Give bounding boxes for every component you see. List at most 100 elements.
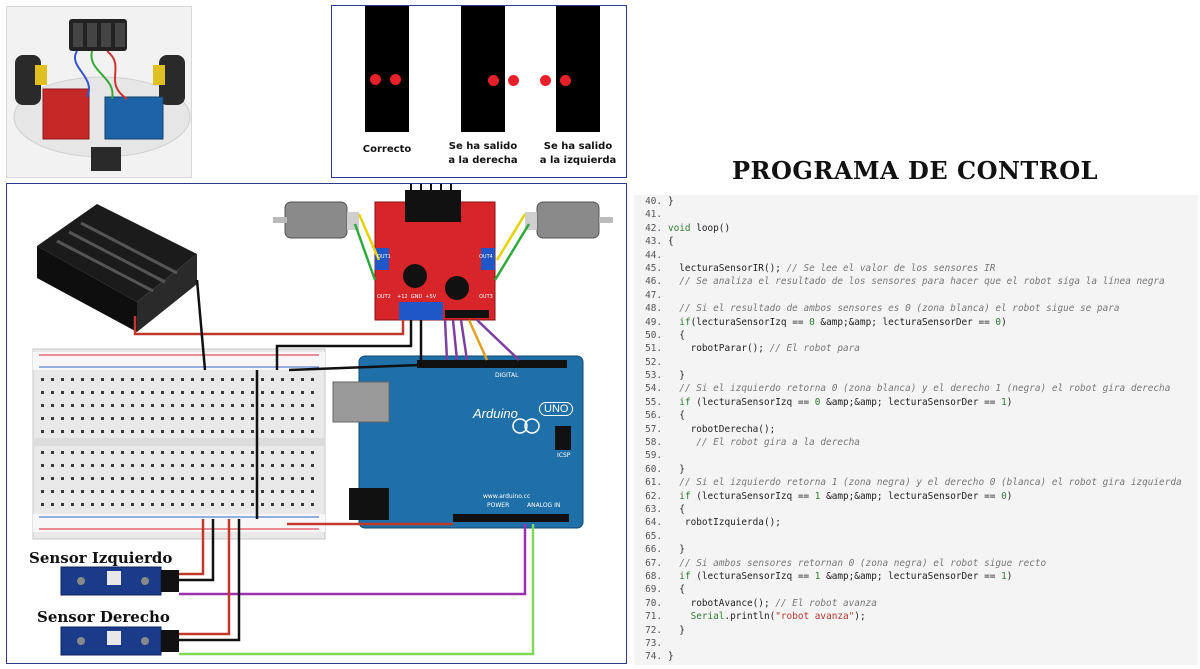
breadboard-hole	[141, 391, 144, 394]
breadboard-hole	[151, 417, 154, 420]
breadboard-hole	[61, 477, 64, 480]
breadboard-hole	[101, 490, 104, 493]
code-line: 43.{	[634, 235, 1198, 248]
motor-left	[273, 201, 359, 239]
breadboard-hole	[261, 430, 264, 433]
breadboard-hole	[261, 391, 264, 394]
line-number: 48.	[645, 303, 662, 315]
breadboard-hole	[71, 464, 74, 467]
breadboard-hole	[191, 490, 194, 493]
breadboard-hole	[201, 378, 204, 381]
breadboard-hole	[41, 477, 44, 480]
breadboard-hole	[211, 490, 214, 493]
arduino-brand: Arduino	[473, 406, 518, 421]
breadboard-hole	[191, 417, 194, 420]
code-line: 53. }	[634, 369, 1198, 382]
breadboard-hole	[151, 477, 154, 480]
breadboard-hole	[291, 404, 294, 407]
breadboard-hole	[291, 490, 294, 493]
breadboard-hole	[91, 464, 94, 467]
breadboard-hole	[51, 404, 54, 407]
breadboard-hole	[251, 417, 254, 420]
code-token: Serial	[668, 611, 725, 623]
breadboard-hole	[211, 378, 214, 381]
breadboard-hole	[281, 430, 284, 433]
analog-label: ANALOG IN	[527, 502, 561, 509]
breadboard-hole	[231, 490, 234, 493]
breadboard-hole	[181, 477, 184, 480]
breadboard-hole	[231, 378, 234, 381]
breadboard-hole	[251, 391, 254, 394]
breadboard-hole	[211, 417, 214, 420]
line-number: 71.	[645, 611, 662, 623]
code-token: (lecturaSensorIzq ==	[690, 570, 815, 582]
breadboard-hole	[311, 490, 314, 493]
breadboard-hole	[251, 490, 254, 493]
breadboard-hole	[141, 464, 144, 467]
code-token: &amp;&amp; lecturaSensorDer ==	[820, 490, 1002, 502]
line-number: 57.	[645, 423, 662, 435]
breadboard-hole	[151, 503, 154, 506]
line-number: 62.	[645, 490, 662, 502]
sensor-dot	[540, 75, 551, 86]
code-token: // Si el izquierdo retorna 1 (zona negra…	[679, 477, 1182, 489]
line-number: 73.	[645, 637, 662, 649]
breadboard-hole	[91, 391, 94, 394]
breadboard-hole	[211, 503, 214, 506]
line-number: 40.	[645, 196, 662, 207]
breadboard-hole	[271, 451, 274, 454]
caption-left: Se ha salido a la izquierda	[532, 140, 624, 168]
breadboard-hole	[261, 477, 264, 480]
line-number: 67.	[645, 557, 662, 569]
page-title: PROGRAMA DE CONTROL	[732, 156, 1098, 185]
breadboard-hole	[241, 378, 244, 381]
breadboard-hole	[181, 503, 184, 506]
breadboard-hole	[121, 378, 124, 381]
breadboard-hole	[261, 451, 264, 454]
code-token: {	[668, 329, 685, 341]
line-number: 60.	[645, 463, 662, 475]
breadboard-hole	[311, 391, 314, 394]
code-line: 68. if (lecturaSensorIzq == 1 &amp;&amp;…	[634, 570, 1198, 583]
breadboard-hole	[231, 464, 234, 467]
breadboard-hole	[141, 430, 144, 433]
breadboard-hole	[221, 391, 224, 394]
breadboard-hole	[271, 477, 274, 480]
breadboard-hole	[291, 391, 294, 394]
line-number: 56.	[645, 410, 662, 422]
breadboard-hole	[61, 430, 64, 433]
breadboard-hole	[61, 490, 64, 493]
breadboard-hole	[241, 404, 244, 407]
breadboard-hole	[181, 451, 184, 454]
breadboard-hole	[221, 477, 224, 480]
breadboard-hole	[41, 391, 44, 394]
code-token: (lecturaSensorIzq ==	[690, 316, 810, 328]
code-line: 66. }	[634, 543, 1198, 556]
breadboard-hole	[61, 417, 64, 420]
code-token: 1	[1001, 570, 1007, 582]
breadboard-hole	[211, 451, 214, 454]
breadboard-hole	[291, 430, 294, 433]
breadboard-hole	[241, 464, 244, 467]
code-token: // El robot avanza	[775, 597, 877, 609]
breadboard-hole	[61, 404, 64, 407]
breadboard-hole	[131, 503, 134, 506]
breadboard-hole	[41, 417, 44, 420]
code-line: 49. if(lecturaSensorIzq == 0 &amp;&amp; …	[634, 316, 1198, 329]
code-token: {	[668, 503, 685, 515]
line-number: 44.	[645, 249, 662, 261]
breadboard-hole	[191, 404, 194, 407]
breadboard-hole	[51, 503, 54, 506]
code-token: 1	[814, 490, 821, 502]
breadboard-hole	[161, 503, 164, 506]
line-number: 41.	[645, 209, 662, 221]
breadboard-hole	[121, 464, 124, 467]
breadboard-hole	[71, 451, 74, 454]
arduino-site: www.arduino.cc	[483, 493, 531, 500]
breadboard-hole	[311, 378, 314, 381]
code-token: &amp;&amp; lecturaSensorDer ==	[814, 316, 996, 328]
breadboard-hole	[311, 417, 314, 420]
breadboard-hole	[281, 490, 284, 493]
black-line-correct	[365, 6, 409, 132]
code-line: 52.	[634, 356, 1198, 369]
